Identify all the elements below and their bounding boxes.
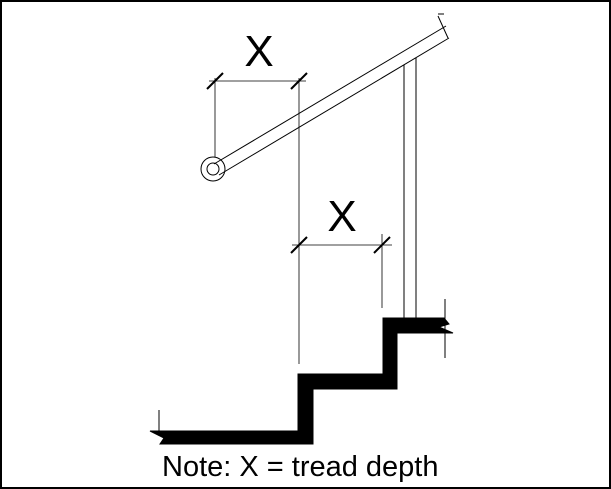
handrail-lower-edge: [218, 37, 450, 176]
handrail-end-return: [200, 156, 226, 182]
lower-dimension-tick-left: [290, 236, 308, 254]
upper-dimension-label: X: [244, 27, 273, 76]
stair-profile: [149, 299, 454, 445]
handrail-break-line: [437, 15, 449, 39]
upper-tread-dimension: X: [206, 27, 308, 364]
diagram-caption: Note: X = tread depth: [162, 451, 439, 483]
lower-dimension-label: X: [327, 192, 356, 241]
lower-tread-dimension: X: [290, 192, 392, 308]
upper-dimension-tick-left: [206, 72, 224, 90]
handrail: [213, 13, 450, 176]
lower-dimension-tick-right: [373, 236, 391, 254]
stair-section-solid: [149, 317, 454, 445]
upper-dimension-tick-right: [290, 72, 308, 90]
handrail-end-outer: [200, 156, 226, 182]
handrail-end-inner: [206, 162, 220, 176]
handrail-upper-edge: [213, 25, 447, 165]
handrail-post: [403, 58, 417, 321]
